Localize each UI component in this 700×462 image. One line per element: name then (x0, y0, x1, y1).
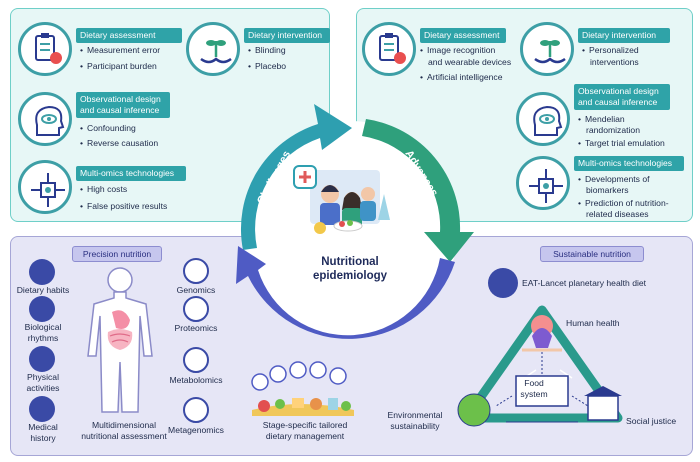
advance-item: Prediction of nutrition- (578, 198, 669, 209)
planet-icon (488, 268, 518, 298)
eat-lancet-label: EAT-Lancet planetary health diet (522, 278, 647, 288)
sustainability-triangle (457, 305, 623, 427)
observational-title-line2: and causal inference (80, 105, 160, 115)
center-title-line2: epidemiology (312, 270, 388, 282)
human-health-label: Human health (566, 318, 620, 328)
network-chip-icon (516, 156, 570, 210)
challenge-item: Confounding (80, 123, 136, 134)
challenges-arrow (240, 104, 352, 250)
head-eye-icon (516, 92, 570, 146)
challenge-item: Blinding (248, 45, 286, 56)
challenge-observational-title: Observational design and causal inferenc… (76, 92, 170, 118)
advance-item: Image recognition (420, 45, 495, 56)
challenge-multiomics-title: Multi-omics technologies (76, 166, 186, 181)
challenge-item: High costs (80, 184, 127, 195)
center-title-line1: Nutritional (321, 256, 379, 268)
advance-item-continuation: randomization (586, 125, 640, 135)
researchers-illustration (293, 165, 390, 234)
advance-dietary-assessment-title: Dietary assessment (420, 28, 506, 43)
advance-dietary-intervention-title: Dietary intervention (578, 28, 670, 43)
dietary-habits-icon (29, 259, 55, 285)
clipboard-scale-icon (362, 22, 416, 76)
genomics-icon (183, 258, 209, 284)
metabolomics-icon (183, 347, 209, 373)
human-body-illustration (87, 267, 153, 413)
challenge-item: Participant burden (80, 61, 157, 72)
advance-item-continuation: related diseases (586, 209, 649, 219)
advance-item-continuation: biomarkers (586, 185, 629, 195)
advances-arrow (362, 119, 474, 262)
head-eye-icon (18, 92, 72, 146)
metabolomics-label: Metabolomics (169, 375, 223, 385)
network-chip-icon (18, 160, 72, 214)
biological-rhythms-label: Biological rhythms (24, 322, 62, 343)
challenge-item: Reverse causation (80, 138, 158, 149)
proteomics-icon (183, 296, 209, 322)
advance-item: Artificial intelligence (420, 72, 502, 83)
life-stages-illustration (251, 361, 354, 416)
food-system-label: Food system (520, 378, 548, 399)
challenge-item: Measurement error (80, 45, 160, 56)
advance-item: Personalized (582, 45, 639, 56)
center-title: Nutritional epidemiology (296, 255, 404, 283)
biological-rhythms-icon (29, 296, 55, 322)
challenge-item: False positive results (80, 201, 167, 212)
genomics-label: Genomics (176, 285, 216, 295)
precision-nutrition-header: Precision nutrition (72, 246, 162, 262)
advance-multiomics-title: Multi-omics technologies (574, 156, 684, 171)
observational-title-line2: and causal inference (578, 97, 658, 107)
hands-plant-icon (186, 22, 240, 76)
advance-item: Mendelian (578, 114, 625, 125)
proteomics-label: Proteomics (174, 323, 218, 333)
medical-history-label: Medical history (28, 422, 58, 443)
challenge-dietary-assessment-title: Dietary assessment (76, 28, 182, 43)
physical-activities-icon (29, 346, 55, 372)
advance-item-continuation: interventions (590, 57, 639, 67)
observational-title-line1: Observational design (578, 86, 659, 96)
environmental-sustainability-label: Environmental sustainability (387, 410, 443, 431)
physical-activities-label: Physical activities (26, 372, 60, 393)
dietary-habits-label: Dietary habits (16, 285, 70, 295)
clipboard-scale-icon (18, 22, 72, 76)
challenge-item: Placebo (248, 61, 286, 72)
sustainable-nutrition-header: Sustainable nutrition (540, 246, 644, 262)
multidimensional-assessment-label: Multidimensional nutritional assessment (81, 420, 167, 441)
medical-history-icon (29, 396, 55, 422)
advance-item: Target trial emulation (578, 138, 665, 149)
metagenomics-icon (183, 397, 209, 423)
advance-item-continuation: and wearable devices (428, 57, 512, 67)
observational-title-line1: Observational design (80, 94, 161, 104)
stage-specific-management-label: Stage-specific tailored dietary manageme… (262, 420, 348, 441)
hands-plant-icon (520, 22, 574, 76)
social-justice-label: Social justice (626, 416, 677, 426)
metagenomics-label: Metagenomics (168, 425, 224, 435)
advance-item: Developments of (578, 174, 650, 185)
challenge-dietary-intervention-title: Dietary intervention (244, 28, 330, 43)
advance-observational-title: Observational design and causal inferenc… (574, 84, 670, 110)
